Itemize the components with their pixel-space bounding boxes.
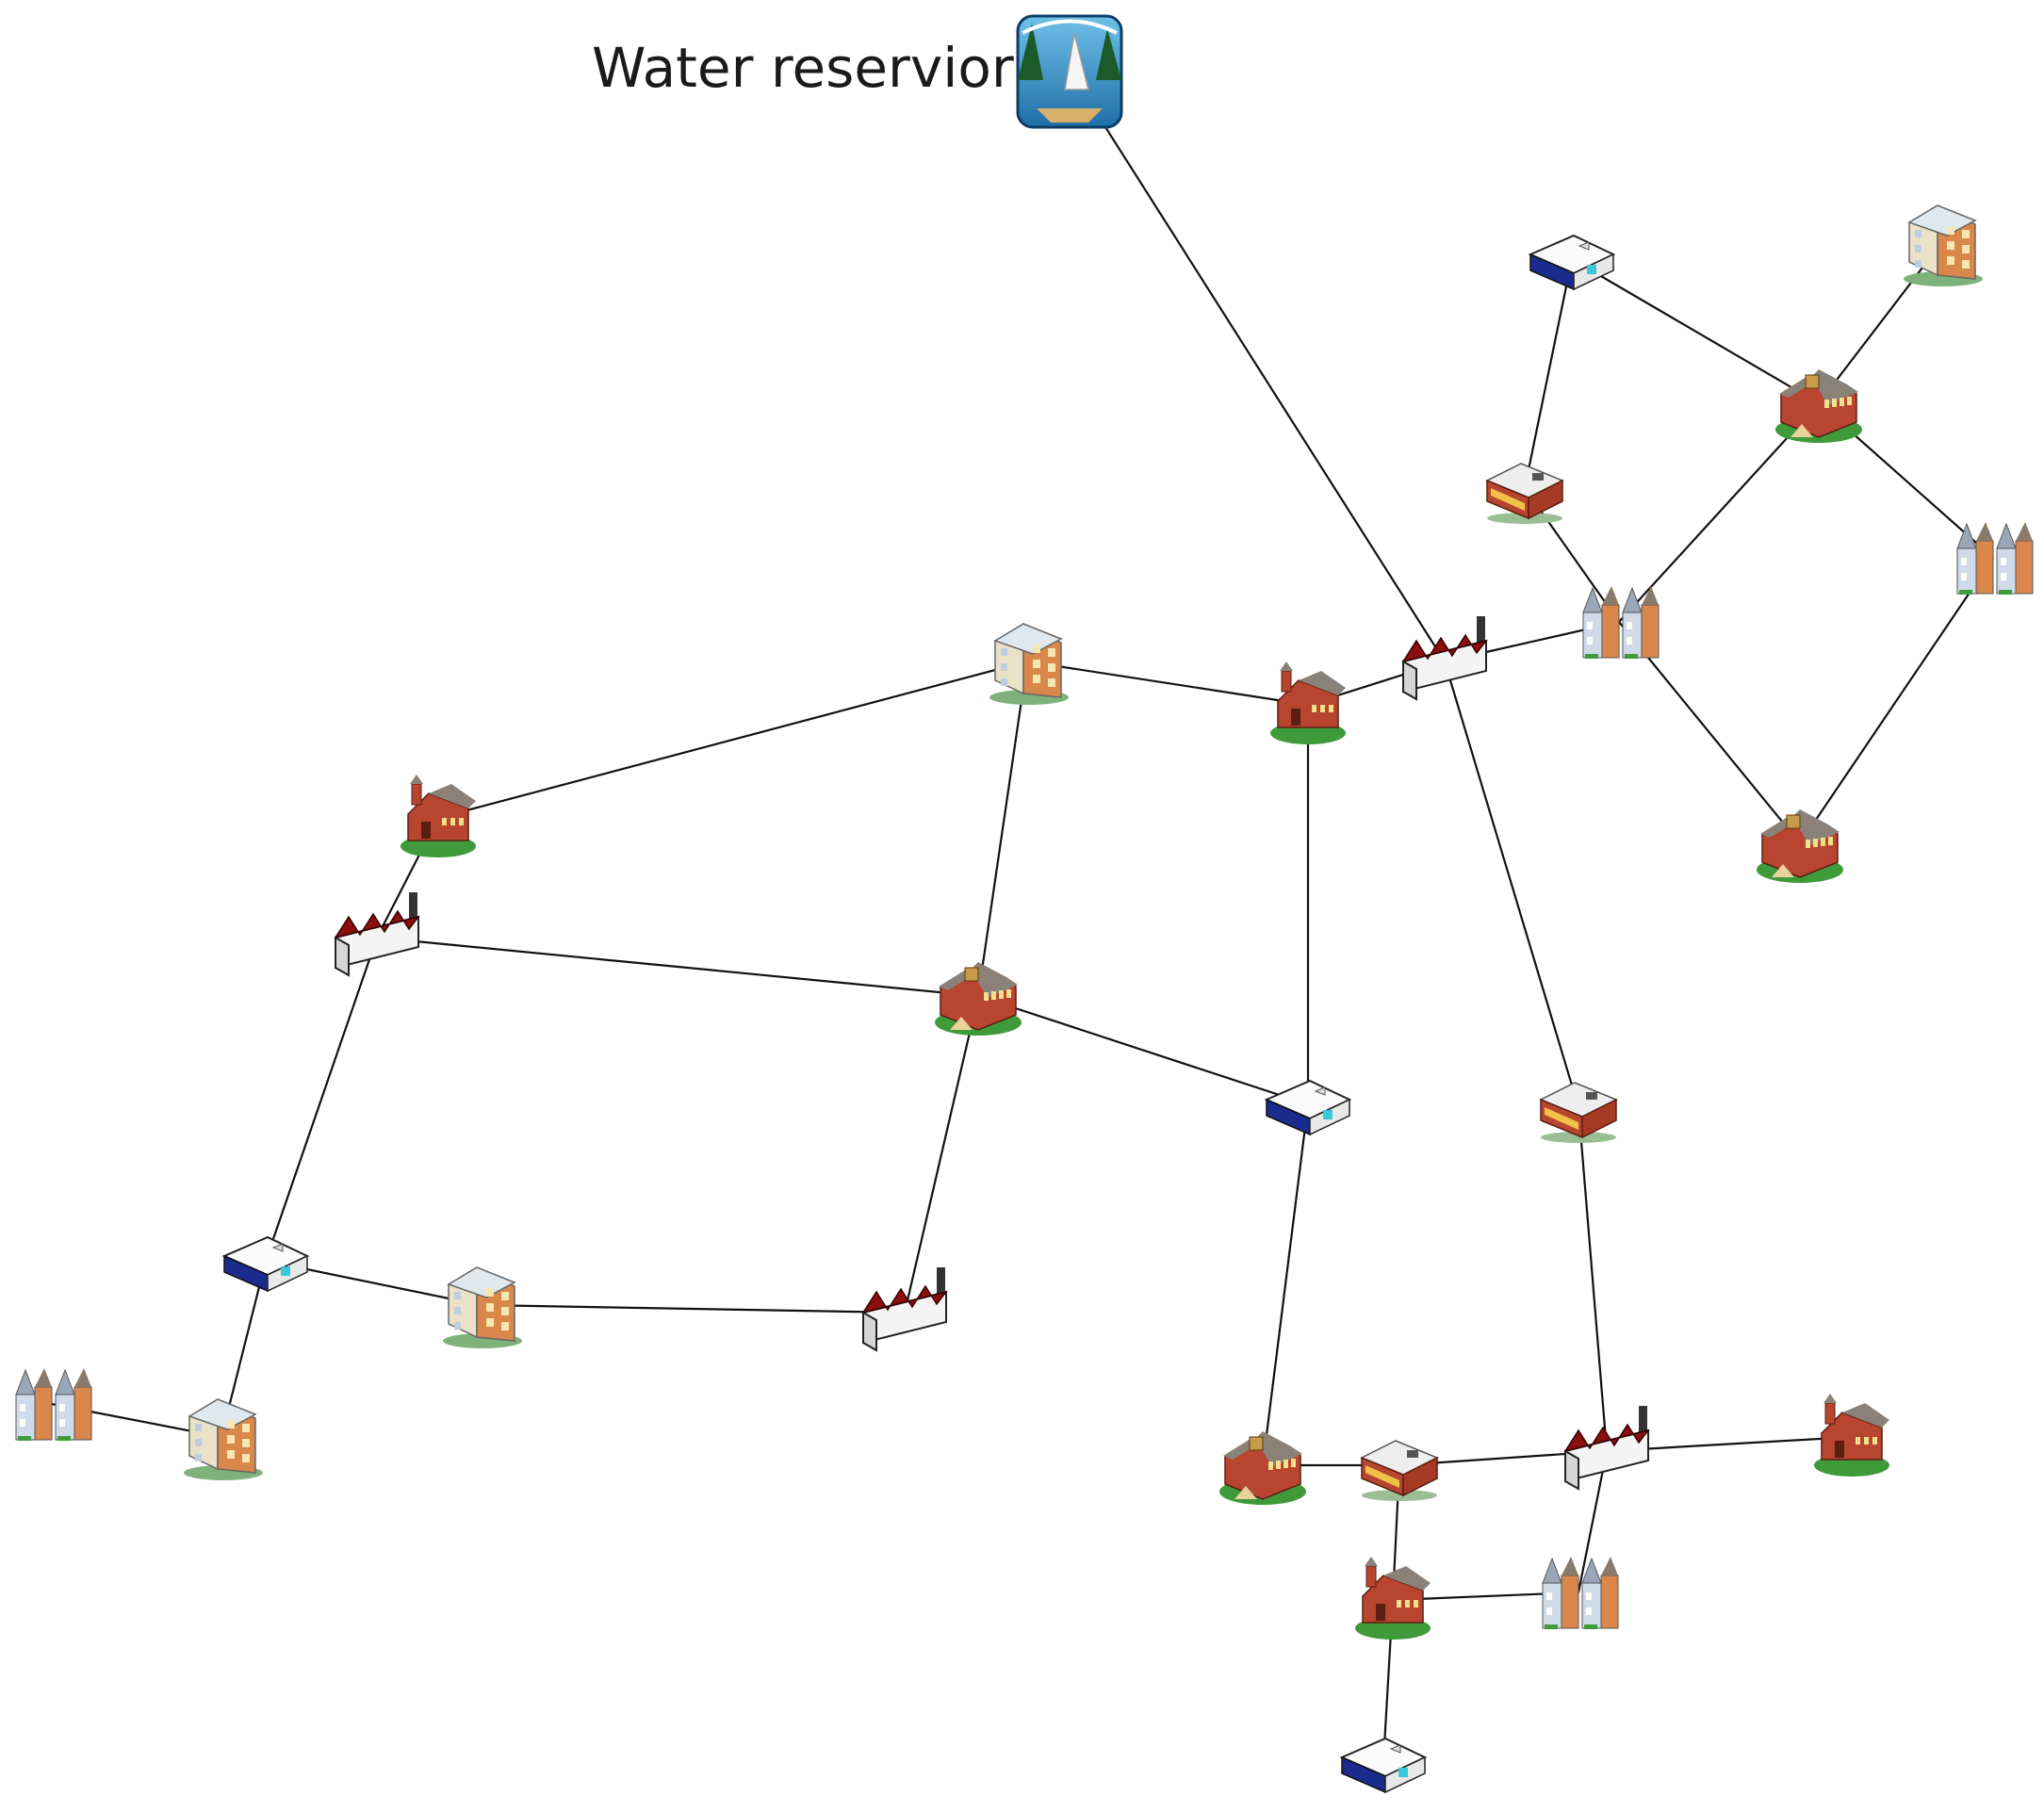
pipe-edge [376,936,979,998]
barn-icon [1270,661,1346,744]
pipe-edge [903,995,980,1314]
pipe-connections [51,70,1994,1763]
pipe-edge [1577,1106,1609,1452]
water-reservoir-icon [1016,14,1123,129]
school-icon [1219,1431,1306,1505]
factory-icon [1401,616,1488,701]
shop-icon [1485,463,1564,524]
store-icon [1339,1737,1428,1794]
factory-icon [861,1267,948,1352]
apartment-building-icon [989,623,1069,705]
pipe-edge [437,660,1028,820]
school-icon [1757,809,1843,883]
pipe-edge [264,937,379,1262]
townhouse-icon [1582,586,1660,659]
shop-icon [1360,1440,1439,1501]
pipe-edge [1069,70,1446,662]
pipe-edge [1571,258,1820,404]
barn-icon [401,775,476,857]
pipe-edge [1618,621,1801,844]
store-icon [221,1235,310,1293]
pipe-edge [1026,660,1309,707]
townhouse-icon [1542,1557,1619,1629]
barn-icon [1814,1394,1889,1477]
reservoir-label: Water reservior [592,36,1014,100]
store-icon [1264,1079,1352,1136]
factory-icon [334,892,420,977]
apartment-building-icon [184,1398,263,1480]
pipe-edge [1443,661,1580,1108]
apartment-building-icon [1904,204,1983,286]
pipe-edge [977,994,1309,1106]
store-icon [1528,234,1616,291]
network-nodes [15,14,2034,1794]
factory-icon [1563,1406,1650,1491]
shop-icon [1539,1082,1618,1143]
school-icon [935,962,1022,1036]
school-icon [1775,369,1862,443]
townhouse-icon [1956,522,2034,595]
pipe-edge [1523,258,1574,489]
pipe-edge [976,661,1029,997]
pipe-edge [1261,1103,1310,1466]
townhouse-icon [15,1368,92,1441]
apartment-building-icon [443,1266,522,1348]
pipe-edge [1818,242,1942,404]
pipe-edge [1799,557,1994,844]
pipe-edge [1577,1450,1609,1593]
pipe-edge [480,1303,906,1314]
barn-icon [1355,1557,1431,1640]
pipe-edge [1618,402,1820,623]
